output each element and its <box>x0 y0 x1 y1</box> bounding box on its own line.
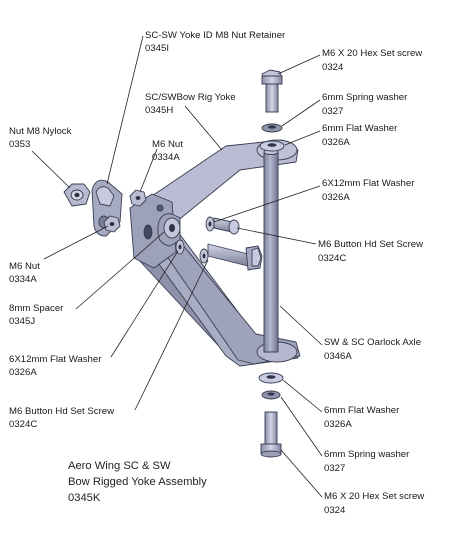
assembly-title-code: 0345K <box>68 492 101 504</box>
label-m6-nut-left-name: M6 Nut <box>9 261 40 272</box>
label-nut-m8-nylock-code: 0353 <box>9 139 30 150</box>
hex-screw-top-part <box>261 69 283 113</box>
label-flat-washer-bottom-name: 6mm Flat Washer <box>324 405 400 416</box>
label-flat-washer-6x12-left-name: 6X12mm Flat Washer <box>9 354 102 365</box>
label-m6-nut-top-code: 0334A <box>152 152 180 163</box>
label-spacer-name: 8mm Spacer <box>9 303 64 314</box>
label-bow-rig-yoke-name: SC/SWBow Rig Yoke <box>145 92 236 103</box>
spring-washer-top-part <box>261 123 283 133</box>
hex-screw-bottom-part <box>260 411 282 458</box>
label-flat-washer-top-code: 0326A <box>322 137 350 148</box>
flat-washer-bottom-part <box>258 372 284 384</box>
button-screw-right-part <box>213 217 240 235</box>
flat-washer-top-part <box>259 140 285 152</box>
label-flat-washer-top-name: 6mm Flat Washer <box>322 123 398 134</box>
label-button-screw-left-code: 0324C <box>9 419 37 430</box>
label-button-screw-left-name: M6 Button Hd Set Screw <box>9 406 114 417</box>
leader-lines <box>31 35 323 498</box>
spacer-8mm-part <box>157 213 181 247</box>
label-bow-rig-yoke-code: 0345H <box>145 105 173 116</box>
label-nut-retainer-code: 0345I <box>145 43 169 54</box>
label-hex-screw-top-name: M6 X 20 Hex Set screw <box>322 48 422 59</box>
label-hex-screw-bottom-name: M6 X 20 Hex Set screw <box>324 491 424 502</box>
label-nut-retainer-name: SC-SW Yoke ID M8 Nut Retainer <box>145 30 286 41</box>
oarlock-axle-part <box>263 149 279 353</box>
flat-washer-6x12-right-part <box>199 216 215 264</box>
label-spring-washer-bottom-code: 0327 <box>324 463 345 474</box>
m6-nut-top-part <box>129 189 147 207</box>
label-m6-nut-top-name: M6 Nut <box>152 139 183 150</box>
label-flat-washer-bottom-code: 0326A <box>324 419 352 430</box>
m6-nut-left-part <box>103 215 121 233</box>
label-spring-washer-top-name: 6mm Spring washer <box>322 92 408 103</box>
spring-washer-bottom-part <box>261 390 281 400</box>
label-oarlock-axle-name: SW & SC Oarlock Axle <box>324 337 421 348</box>
label-oarlock-axle-code: 0346A <box>324 351 352 362</box>
label-hex-screw-bottom-code: 0324 <box>324 505 346 516</box>
nut-m8-nylock-part <box>63 183 91 207</box>
label-spring-washer-bottom-name: 6mm Spring washer <box>324 449 410 460</box>
flat-washer-6x12-left-part <box>175 239 185 255</box>
assembly-title: Aero Wing SC & SW Bow Rigged Yoke Assemb… <box>68 460 207 504</box>
label-flat-washer-6x12-right-name: 6X12mm Flat Washer <box>322 178 415 189</box>
assembly-title-line-1: Aero Wing SC & SW <box>68 460 171 472</box>
label-button-screw-right-name: M6 Button Hd Set Screw <box>318 239 423 250</box>
label-flat-washer-6x12-right-code: 0326A <box>322 192 350 203</box>
label-m6-nut-left-code: 0334A <box>9 274 37 285</box>
label-nut-m8-nylock-name: Nut M8 Nylock <box>9 126 72 137</box>
part-labels: SC-SW Yoke ID M8 Nut Retainer 0345I SC/S… <box>9 30 424 516</box>
label-hex-screw-top-code: 0324 <box>322 62 344 73</box>
assembly-title-line-2: Bow Rigged Yoke Assembly <box>68 476 207 488</box>
label-spring-washer-top-code: 0327 <box>322 106 343 117</box>
label-flat-washer-6x12-left-code: 0326A <box>9 367 37 378</box>
label-button-screw-right-code: 0324C <box>318 253 346 264</box>
label-spacer-code: 0345J <box>9 316 35 327</box>
button-screw-left-part <box>207 243 263 271</box>
